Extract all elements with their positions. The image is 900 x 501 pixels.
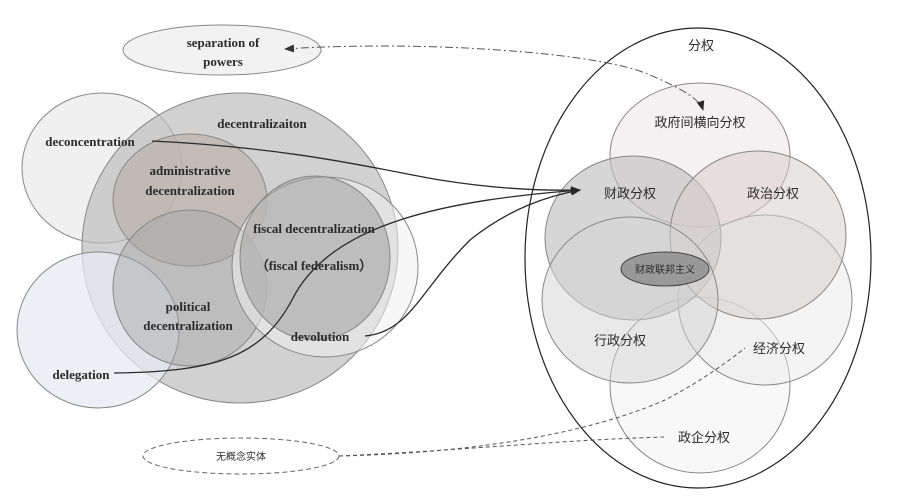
- fiscal-federalism-ellipse: [620, 251, 710, 287]
- delegation-label: delegation: [52, 367, 110, 382]
- devolution-to-fiscal-arrow: [364, 187, 581, 337]
- administrative-fenquan-circle: [541, 216, 719, 384]
- delegation-circle: [16, 251, 180, 409]
- deconcentration-label: deconcentration: [45, 134, 135, 149]
- administrative-label-1: administrative: [150, 163, 231, 178]
- no-entity-ellipse: [142, 437, 340, 475]
- fiscal-fenquan-label: 财政分权: [604, 186, 656, 202]
- economic-fenquan-label: 经济分权: [753, 341, 805, 357]
- fiscal-federalism-label: （fiscal federalism）: [256, 258, 373, 273]
- fenquan-title: 分权: [688, 38, 714, 54]
- political-label-1: political: [166, 299, 211, 314]
- separation-to-horizontal-arrow: [284, 44, 705, 111]
- separation-of-powers-label-1: separation of: [187, 35, 260, 50]
- fiscal-decentralization-label: fiscal decentralization: [253, 221, 375, 236]
- deconcentration-to-fiscal-arrow: [151, 140, 581, 195]
- political-label-2: decentralization: [143, 318, 233, 333]
- gov-enterprise-label: 政企分权: [678, 430, 730, 446]
- decentralization-label: decentralizaiton: [217, 116, 307, 131]
- no-entity-label: 无概念实体: [216, 450, 266, 463]
- administrative-label-2: decentralization: [145, 183, 235, 198]
- fenquan-outer-ellipse: [524, 27, 872, 489]
- political-fenquan-label: 政治分权: [747, 186, 799, 202]
- delegation-to-fiscal-arrow: [113, 186, 581, 374]
- horizontal-label: 政府间横向分权: [654, 115, 745, 131]
- administrative-fenquan-label: 行政分权: [594, 333, 646, 349]
- fiscal-federalism-zh-label: 财政联邦主义: [635, 263, 695, 276]
- fiscal-decentralization-circle: [239, 175, 391, 341]
- devolution-label: devolution: [291, 329, 350, 344]
- separation-of-powers-label-2: powers: [203, 54, 243, 69]
- no-entity-to-gov-enterprise-dash: [338, 436, 665, 457]
